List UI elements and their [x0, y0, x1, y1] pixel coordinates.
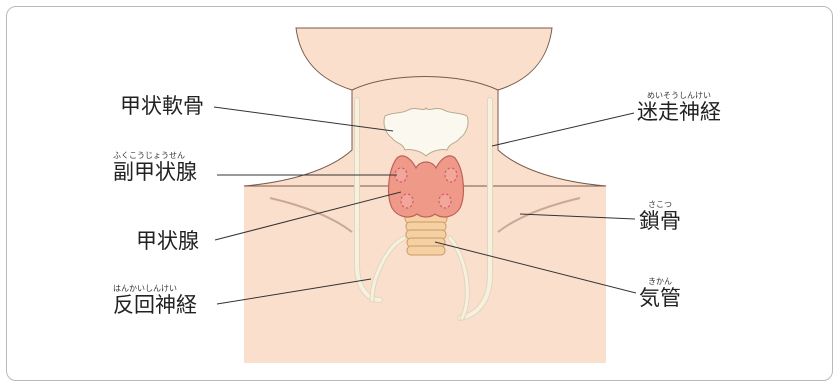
- label-parathyroid-ruby: ふくこうじょうせん: [113, 151, 197, 160]
- label-clavicle-ruby: さこつ: [639, 200, 681, 209]
- label-clavicle: さこつ 鎖骨: [639, 200, 681, 233]
- label-thyroid-text: 甲状腺: [136, 229, 199, 253]
- label-trachea-text: 気管: [639, 286, 681, 310]
- label-parathyroid-text: 副甲状腺: [113, 160, 197, 184]
- trachea: [405, 214, 447, 255]
- leader-vagus-nerve: [492, 113, 634, 146]
- label-vagus-nerve-text: 迷走神経: [637, 100, 721, 124]
- label-recurrent-nerve: はんかいしんけい 反回神経: [113, 284, 197, 317]
- thyroid-gland: [389, 156, 464, 217]
- label-thyroid-cartilage-text: 甲状軟骨: [120, 94, 204, 118]
- label-thyroid: 甲状腺: [136, 229, 199, 253]
- label-trachea-ruby: きかん: [639, 277, 681, 286]
- label-vagus-nerve: めいそうしんけい 迷走神経: [637, 91, 721, 124]
- label-clavicle-text: 鎖骨: [639, 209, 681, 233]
- label-vagus-nerve-ruby: めいそうしんけい: [637, 91, 721, 100]
- label-recurrent-nerve-ruby: はんかいしんけい: [113, 284, 197, 293]
- label-recurrent-nerve-text: 反回神経: [113, 293, 197, 317]
- label-thyroid-cartilage: 甲状軟骨: [120, 94, 204, 118]
- label-parathyroid: ふくこうじょうせん 副甲状腺: [113, 151, 197, 184]
- label-trachea: きかん 気管: [639, 277, 681, 310]
